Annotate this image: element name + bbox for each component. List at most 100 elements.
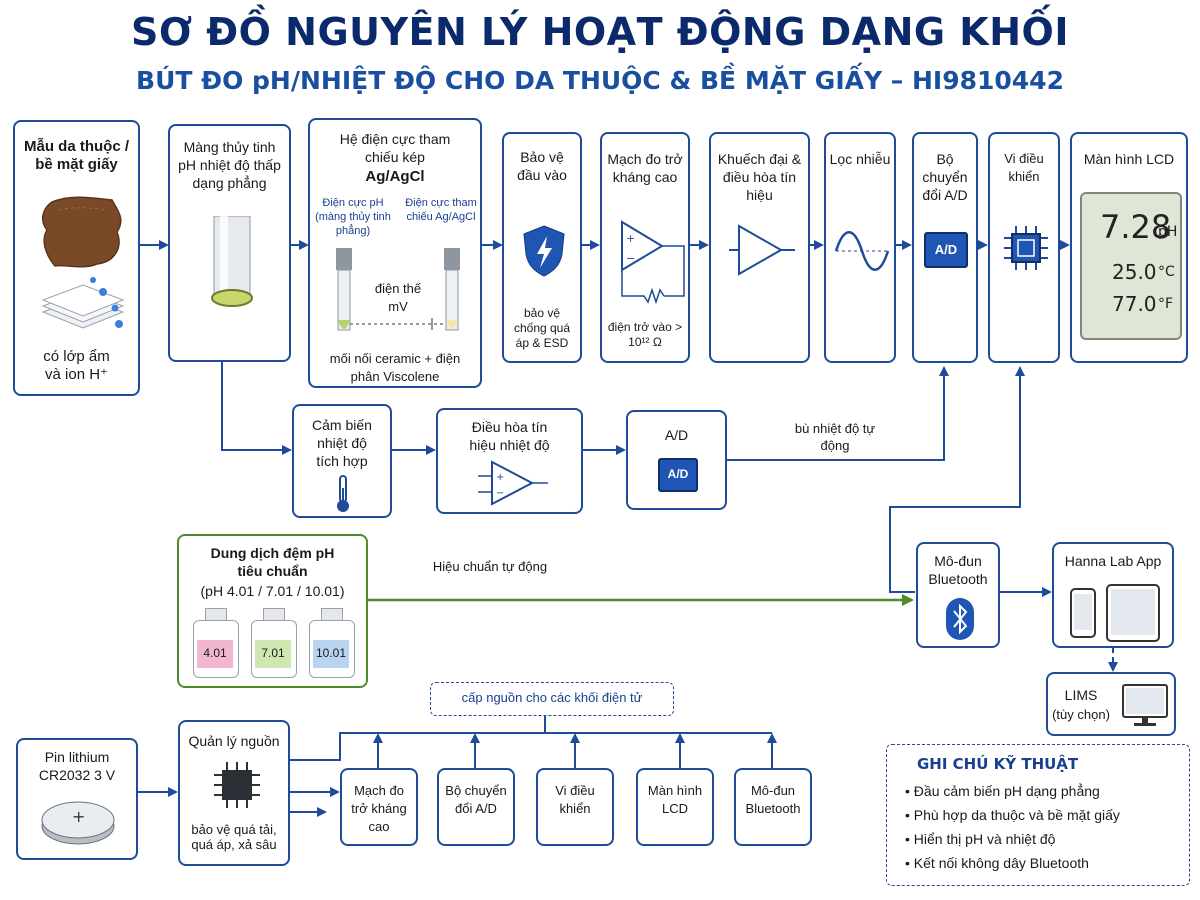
load-hiz-label: Mạch đo trở kháng cao	[351, 783, 407, 834]
notes-title: GHI CHÚ KỸ THUẬT	[917, 755, 1079, 773]
electrode-title: Hệ điện cực tham chiếu kép	[339, 131, 451, 165]
electrode-subtitle: Ag/AgCl	[365, 168, 425, 185]
wire-bt-mcu	[889, 366, 1025, 593]
membrane-block: Màng thủy tinh pH nhiệt độ thấp dạng phẳ…	[168, 124, 291, 362]
bluetooth-block: Mô-đun Bluetooth	[916, 542, 1000, 648]
svg-text:−: −	[496, 488, 504, 499]
sample-block: Mẫu da thuộc / bề mặt giấy có lớp ẩm và …	[13, 120, 140, 396]
power-block: Quản lý nguồn bảo vệ quá tải, quá áp, xả…	[178, 720, 290, 866]
buffer-title: Dung dịch đệm pH tiêu chuẩn	[210, 545, 335, 579]
temp-sensor-block: Cảm biến nhiệt độ tích hợp	[292, 404, 392, 518]
load-mcu-label: Vi điều khiển	[555, 783, 595, 816]
ref-electrode-label: Điện cực tham chiếu Ag/AgCl	[405, 197, 477, 223]
temp-cond-title: Điều hòa tín hiệu nhiệt độ	[469, 419, 550, 453]
lcd-block: Màn hình LCD 7.28 pH 25.0 °C 77.0 °F	[1070, 132, 1188, 363]
temp-adc-title: A/D	[664, 427, 689, 443]
filter-title: Lọc nhiễu	[829, 151, 891, 167]
lims-caption: (tùy chọn)	[1052, 707, 1110, 722]
calibration-label: Hiệu chuẩn tự động	[432, 559, 548, 574]
wire-power-bus	[290, 732, 772, 761]
lcd-ph-value: 7.28	[1100, 208, 1172, 246]
membrane-probe-icon	[211, 216, 253, 307]
buffer-bottle-3-label: 10.01	[315, 646, 347, 660]
load-lcd-block: Màn hình LCD	[636, 768, 714, 846]
wire-tempadc-adc	[727, 366, 949, 461]
hiz-block: Mạch đo trở kháng cao + − điện trở vào >…	[600, 132, 690, 363]
note-item: • Kết nối không dây Bluetooth	[905, 855, 1089, 871]
ph-electrode-label: Điện cực pH (màng thủy tinh phẳng)	[315, 197, 391, 237]
adc-title: Bộ chuyển đổi A/D	[922, 151, 968, 203]
note-item-3: Hiển thị pH và nhiệt độ	[913, 831, 1056, 847]
load-mcu-block: Vi điều khiển	[536, 768, 614, 846]
supply-label: cấp nguồn cho các khối điện tử	[461, 690, 643, 705]
junction-label: mối nối ceramic + điện phân Viscolene	[329, 351, 461, 384]
load-hiz-block: Mạch đo trở kháng cao	[340, 768, 418, 846]
load-adc-block: Bộ chuyển đổi A/D	[437, 768, 515, 846]
svg-text:+: +	[72, 807, 85, 826]
monitor-icon	[1122, 684, 1168, 726]
buffer-values: (pH 4.01 / 7.01 / 10.01)	[200, 583, 345, 599]
compensation-label: bù nhiệt độ tự động	[794, 421, 876, 453]
temp-adc-chip-label: A/D	[667, 467, 689, 481]
potential-label: điện thế mV	[374, 281, 422, 314]
supply-label-box: cấp nguồn cho các khối điện tử	[430, 682, 674, 716]
power-caption: bảo vệ quá tải, quá áp, xả sâu	[191, 822, 277, 852]
protect-block: Bảo vệ đầu vào bảo vệ chống quá áp & ESD	[502, 132, 582, 363]
note-item: • Phù hợp da thuộc và bề mặt giấy	[905, 807, 1120, 823]
load-lcd-label: Màn hình LCD	[647, 783, 703, 816]
electrode-pair-icon	[336, 248, 460, 331]
svg-text:+: +	[496, 472, 504, 483]
electrode-block: Hệ điện cực tham chiếu kép Ag/AgCl Điện …	[308, 118, 482, 388]
temp-amp-icon: + −	[478, 460, 548, 506]
shield-icon	[523, 225, 565, 277]
mcu-title: Vi điều khiển	[1004, 151, 1044, 184]
note-item: • Đầu cảm biến pH dạng phẳng	[905, 783, 1100, 799]
notes-panel: GHI CHÚ KỸ THUẬT • Đầu cảm biến pH dạng …	[886, 744, 1190, 886]
lcd-unit-c: °C	[1158, 264, 1175, 280]
lcd-temp-f: 77.0	[1112, 292, 1157, 316]
power-chip-icon	[214, 762, 260, 808]
load-bt-label: Mô-đun Bluetooth	[745, 783, 801, 816]
lcd-screen: 7.28 pH 25.0 °C 77.0 °F	[1080, 192, 1182, 340]
svg-text:−: −	[626, 252, 635, 265]
amp-block: Khuếch đại & điều hòa tín hiệu	[709, 132, 810, 363]
load-bt-block: Mô-đun Bluetooth	[734, 768, 812, 846]
buffer-bottle-1-label: 4.01	[203, 646, 227, 660]
bluetooth-icon	[946, 598, 974, 640]
wire-membrane-tempsensor	[221, 362, 292, 455]
load-adc-label: Bộ chuyển đổi A/D	[445, 783, 507, 816]
phone-icon	[1070, 588, 1096, 638]
filter-block: Lọc nhiễu	[824, 132, 896, 363]
hiz-title: Mạch đo trở kháng cao	[607, 151, 683, 185]
sample-caption: có lớp ẩm và ion H⁺	[43, 348, 110, 383]
protect-title: Bảo vệ đầu vào	[517, 149, 567, 183]
buffer-bottle-3: 10.01	[309, 608, 355, 678]
lcd-unit-f: °F	[1158, 296, 1174, 312]
temp-sensor-title: Cảm biến nhiệt độ tích hợp	[312, 417, 372, 469]
adc-block: Bộ chuyển đổi A/D A/D	[912, 132, 978, 363]
sine-wave-icon	[834, 231, 890, 271]
lcd-temp-c: 25.0	[1112, 260, 1157, 284]
battery-block: Pin lithium CR2032 3 V +	[16, 738, 138, 860]
diagram-title: SƠ ĐỒ NGUYÊN LÝ HOẠT ĐỘNG DẠNG KHỐI	[131, 10, 1069, 54]
coin-cell-icon: +	[41, 801, 115, 845]
leather-icon	[41, 196, 122, 268]
power-title: Quản lý nguồn	[188, 733, 280, 749]
temp-adc-block: A/D A/D	[626, 410, 727, 510]
tablet-icon	[1106, 584, 1160, 642]
lcd-title: Màn hình LCD	[1083, 151, 1175, 167]
buffer-bottle-2-label: 7.01	[261, 646, 285, 660]
bluetooth-title: Mô-đun Bluetooth	[928, 553, 988, 587]
buffer-block: Dung dịch đệm pH tiêu chuẩn (pH 4.01 / 7…	[177, 534, 368, 688]
hiz-caption: điện trở vào > 10¹² Ω	[607, 320, 683, 349]
sample-title: Mẫu da thuộc / bề mặt giấy	[24, 138, 129, 173]
thermometer-icon	[337, 475, 349, 512]
membrane-title: Màng thủy tinh pH nhiệt độ thấp dạng phẳ…	[178, 139, 281, 191]
paper-stack-icon	[41, 277, 125, 329]
temp-cond-block: Điều hòa tín hiệu nhiệt độ + −	[436, 408, 583, 514]
battery-title: Pin lithium CR2032 3 V	[38, 749, 116, 783]
note-item-4: Kết nối không dây Bluetooth	[913, 855, 1089, 871]
amp-title: Khuếch đại & điều hòa tín hiệu	[717, 151, 802, 203]
svg-text:+: +	[626, 232, 635, 245]
